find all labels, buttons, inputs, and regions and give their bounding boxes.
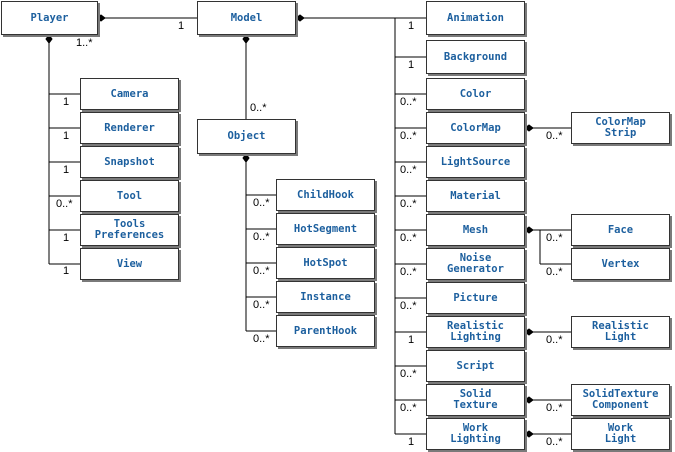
mult-background: 1: [408, 59, 415, 71]
class-animation: Animation: [426, 1, 525, 35]
class-background: Background: [426, 40, 525, 74]
class-instance: Instance: [276, 281, 375, 313]
mult-instance: 0..*: [253, 299, 270, 311]
mult-realistic-light: 0..*: [546, 334, 563, 346]
class-color: Color: [426, 78, 525, 110]
mult-view: 1: [63, 265, 70, 277]
class-snapshot: Snapshot: [80, 146, 179, 178]
class-material: Material: [426, 180, 525, 212]
object-diamond: [242, 153, 250, 163]
class-vertex: Vertex: [571, 248, 670, 280]
class-hotspot: HotSpot: [276, 247, 375, 279]
class-realistic-light: Realistic Light: [571, 316, 670, 348]
class-face: Face: [571, 214, 670, 246]
solid-texture-diamond: [524, 396, 534, 404]
class-mesh: Mesh: [426, 214, 525, 246]
mult-face: 0..*: [546, 232, 563, 244]
class-script: Script: [426, 350, 525, 382]
class-childhook: ChildHook: [276, 179, 375, 211]
mult-script: 0..*: [400, 368, 417, 380]
mult-tool: 0..*: [56, 198, 73, 210]
mult-animation: 1: [408, 20, 415, 32]
class-work-light: Work Light: [571, 418, 670, 450]
class-work-lighting: Work Lighting: [426, 418, 525, 450]
mult-player-model: 1: [178, 20, 185, 32]
class-solidtexture-component: SolidTexture Component: [571, 384, 670, 416]
class-colormap: ColorMap: [426, 112, 525, 144]
model-right-diamond: [295, 14, 305, 22]
mult-realistic-lighting: 1: [408, 334, 415, 346]
class-model: Model: [197, 1, 296, 35]
mult-solid-texture: 0..*: [400, 402, 417, 414]
mult-hotsegment: 0..*: [253, 231, 270, 243]
mult-camera: 1: [63, 96, 70, 108]
mesh-diamond: [524, 226, 534, 234]
class-player: Player: [1, 1, 98, 35]
mult-solidtexture-component: 0..*: [546, 402, 563, 414]
class-lightsource: LightSource: [426, 146, 525, 178]
mult-material: 0..*: [400, 198, 417, 210]
class-camera: Camera: [80, 78, 179, 110]
mult-picture: 0..*: [400, 300, 417, 312]
class-tools-preferences: Tools Preferences: [80, 214, 179, 246]
player-tree-diamond: [45, 34, 53, 44]
mult-colormap-strip: 0..*: [546, 130, 563, 142]
class-noise-generator: Noise Generator: [426, 248, 525, 280]
mult-lightsource: 0..*: [400, 164, 417, 176]
class-realistic-lighting: Realistic Lighting: [426, 316, 525, 348]
mult-color: 0..*: [400, 96, 417, 108]
mult-noise-generator: 0..*: [400, 266, 417, 278]
class-solid-texture: Solid Texture: [426, 384, 525, 416]
class-colormap-strip: ColorMap Strip: [571, 112, 670, 144]
class-renderer: Renderer: [80, 112, 179, 144]
mult-hotspot: 0..*: [253, 265, 270, 277]
mult-childhook: 0..*: [253, 197, 270, 209]
class-view: View: [80, 248, 179, 280]
mult-parenthook: 0..*: [253, 333, 270, 345]
work-lighting-diamond: [524, 430, 534, 438]
mult-player-many: 1..*: [76, 37, 93, 49]
mult-vertex: 0..*: [546, 266, 563, 278]
mult-mesh: 0..*: [400, 232, 417, 244]
class-hotsegment: HotSegment: [276, 213, 375, 245]
mult-object: 0..*: [250, 102, 267, 114]
mult-colormap: 0..*: [400, 130, 417, 142]
mult-tools-preferences: 1: [63, 232, 70, 244]
mult-work-light: 0..*: [546, 436, 563, 448]
class-tool: Tool: [80, 180, 179, 212]
realistic-lighting-diamond: [524, 328, 534, 336]
player-diamond: [96, 14, 106, 22]
mult-snapshot: 1: [63, 164, 70, 176]
class-parenthook: ParentHook: [276, 315, 375, 347]
colormap-diamond: [524, 124, 534, 132]
class-picture: Picture: [426, 282, 525, 314]
mult-renderer: 1: [63, 130, 70, 142]
class-object: Object: [197, 119, 296, 154]
mult-work-lighting: 1: [408, 436, 415, 448]
model-down-diamond: [242, 34, 250, 44]
